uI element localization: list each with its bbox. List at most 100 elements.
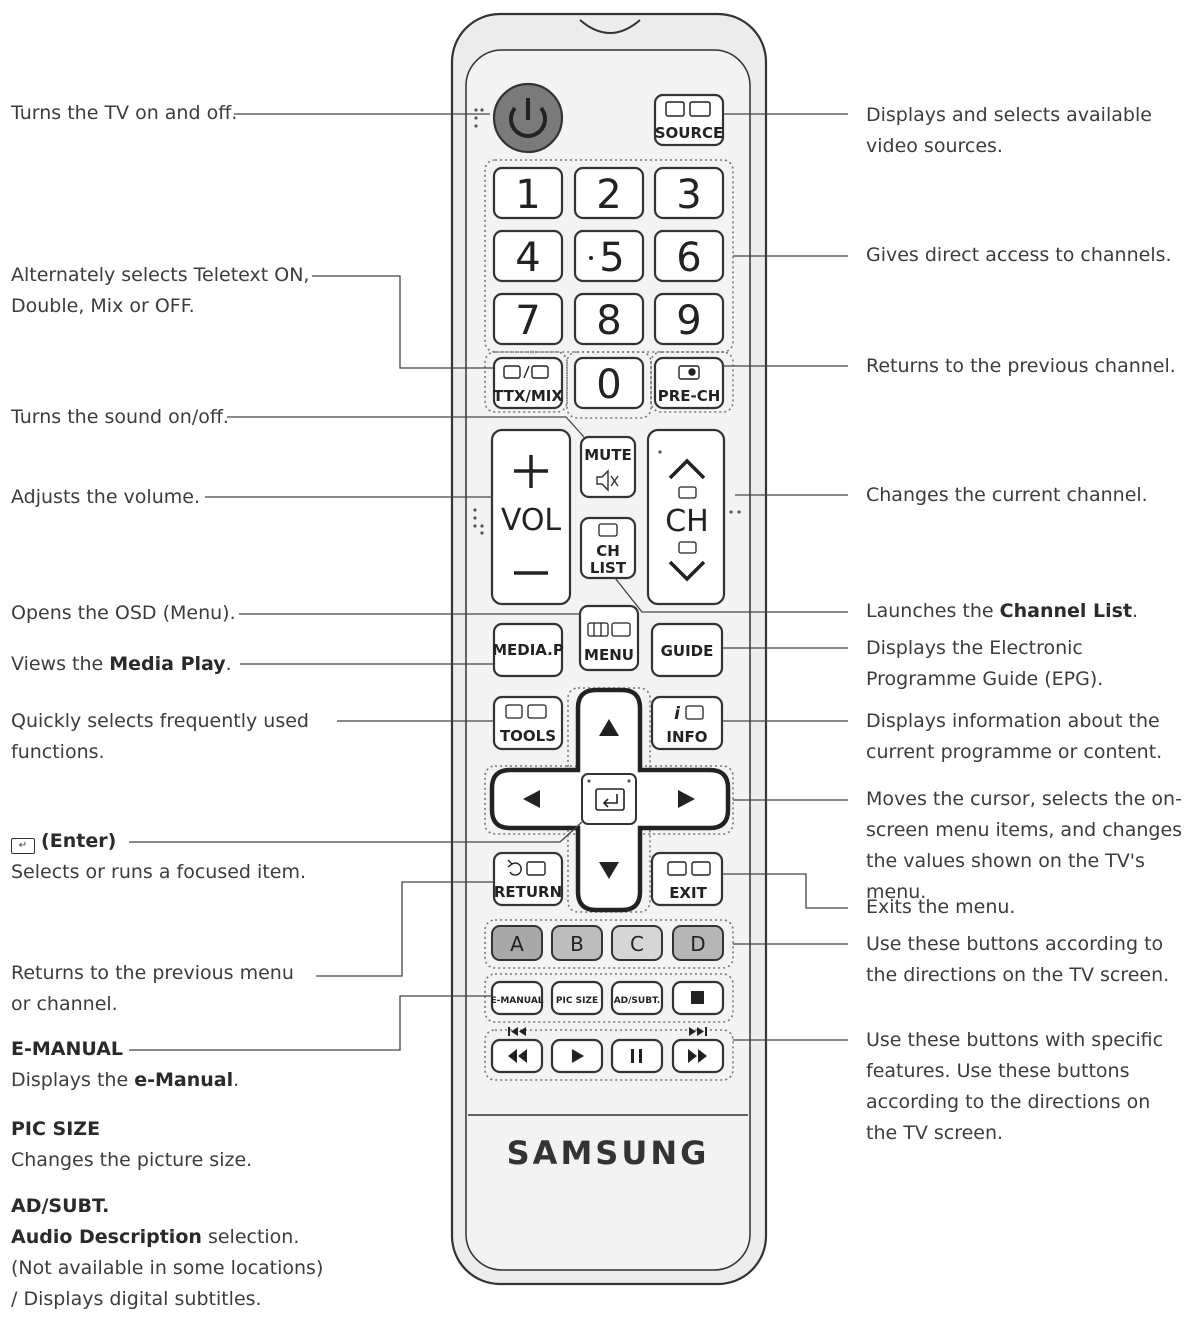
power-description: Turns the TV on and off. xyxy=(11,102,238,124)
digit-9-button[interactable]: 9 xyxy=(653,292,725,346)
down-arrow-icon xyxy=(599,862,619,879)
leader-lines xyxy=(129,113,848,1051)
tools-label: TOOLS xyxy=(500,727,556,745)
left-arrow-icon xyxy=(523,790,540,808)
enter-description: ↵ (Enter) Selects or runs a focused item… xyxy=(11,830,307,883)
fast-forward-icon xyxy=(688,1049,707,1063)
channel-skip-down-icon xyxy=(678,541,697,554)
channel-description: Changes the current channel. xyxy=(866,484,1148,506)
pre-ch-description: Returns to the previous channel. xyxy=(866,355,1176,377)
source-icon xyxy=(665,101,711,117)
mute-button[interactable]: MUTE xyxy=(579,435,637,499)
ch-list-button[interactable]: CH LIST xyxy=(579,516,637,580)
pic-size-button[interactable]: PIC SIZE xyxy=(550,980,604,1016)
play-icon xyxy=(572,1049,584,1063)
digit-4-button[interactable]: 4 xyxy=(492,229,564,283)
enter-button[interactable] xyxy=(581,773,637,825)
digit-5-label: 5 xyxy=(599,235,624,281)
right-arrow-button[interactable] xyxy=(678,790,695,808)
channel-up-icon xyxy=(668,458,706,480)
exit-icon xyxy=(667,861,711,876)
number-pad: 1 2 3 4 5 6 7 8 9 0 xyxy=(492,166,725,410)
pause-icon xyxy=(631,1049,642,1063)
color-button-b[interactable]: B xyxy=(551,925,603,961)
digit-1-button[interactable]: 1 xyxy=(492,166,564,220)
media-play-description: Views the Media Play. xyxy=(11,653,232,675)
pre-ch-button[interactable]: PRE-CH xyxy=(653,356,725,410)
guide-button[interactable]: GUIDE xyxy=(650,622,724,678)
digit-7-button[interactable]: 7 xyxy=(492,292,564,346)
digit-0-button[interactable]: 0 xyxy=(573,356,645,410)
cursor-description: Moves the cursor, selects the on-screen … xyxy=(866,788,1183,903)
digit-8-label: 8 xyxy=(596,298,621,344)
digit-1-label: 1 xyxy=(515,172,540,218)
pic-size-description: PIC SIZE Changes the picture size. xyxy=(11,1118,253,1171)
source-button[interactable]: SOURCE xyxy=(653,93,725,147)
mute-label: MUTE xyxy=(584,446,632,464)
color-button-d[interactable]: D xyxy=(672,925,724,961)
rewind-icon xyxy=(508,1049,527,1063)
menu-button[interactable]: MENU xyxy=(578,604,640,672)
pre-ch-icon xyxy=(678,365,700,380)
tools-button[interactable]: TOOLS xyxy=(492,695,564,751)
digit-7-label: 7 xyxy=(515,298,540,344)
menu-description: Opens the OSD (Menu). xyxy=(11,602,236,624)
volume-description: Adjusts the volume. xyxy=(11,486,200,508)
power-button[interactable] xyxy=(474,82,564,154)
info-button[interactable]: i INFO xyxy=(650,695,724,751)
rewind-button[interactable] xyxy=(490,1027,544,1074)
channel-rocker[interactable]: CH xyxy=(646,428,741,606)
digit-2-label: 2 xyxy=(596,172,621,218)
source-label: SOURCE xyxy=(655,124,724,142)
digit-8-button[interactable]: 8 xyxy=(573,292,645,346)
return-label: RETURN xyxy=(494,883,562,901)
e-manual-button[interactable]: E-MANUAL xyxy=(490,980,544,1016)
digit-3-button[interactable]: 3 xyxy=(653,166,725,220)
channel-label: CH xyxy=(665,504,709,539)
enter-icon xyxy=(595,788,625,811)
ad-subt-button[interactable]: AD/SUBT. xyxy=(610,980,664,1016)
speaker-mute-icon xyxy=(596,469,619,492)
color-button-c[interactable]: C xyxy=(611,925,663,961)
digit-2-button[interactable]: 2 xyxy=(573,166,645,220)
info-description: Displays information about the current p… xyxy=(866,710,1163,763)
return-button[interactable]: RETURN xyxy=(492,851,564,907)
source-description: Displays and selects available video sou… xyxy=(866,104,1152,157)
pause-button[interactable] xyxy=(610,1038,664,1074)
channel-skip-up-icon xyxy=(678,486,697,499)
tools-description: Quickly selects frequently used function… xyxy=(11,710,309,763)
color-button-c-label: C xyxy=(630,932,644,956)
stop-icon xyxy=(691,991,704,1004)
return-icon xyxy=(507,859,546,876)
channel-down-icon xyxy=(668,560,706,582)
up-arrow-icon xyxy=(599,719,619,736)
tactile-dot-icon xyxy=(589,256,593,260)
up-arrow-button[interactable] xyxy=(599,719,619,736)
left-arrow-button[interactable] xyxy=(523,790,540,808)
guide-description: Displays the Electronic Programme Guide … xyxy=(866,637,1104,690)
brand-logo: SAMSUNG xyxy=(507,1134,710,1172)
play-button[interactable] xyxy=(550,1038,604,1074)
color-button-a[interactable]: A xyxy=(491,925,543,961)
info-icon: i xyxy=(674,704,681,724)
teletext-icon xyxy=(503,365,549,379)
volume-rocker[interactable]: VOL xyxy=(473,428,572,606)
ttx-mix-label: TTX/MIX xyxy=(493,387,563,405)
exit-button[interactable]: EXIT xyxy=(650,851,724,907)
exit-label: EXIT xyxy=(669,884,707,902)
ttx-mix-button[interactable]: TTX/MIX xyxy=(492,356,563,410)
digit-6-button[interactable]: 6 xyxy=(653,229,725,283)
stop-button[interactable] xyxy=(671,980,725,1016)
down-arrow-button[interactable] xyxy=(599,862,619,879)
digits-description: Gives direct access to channels. xyxy=(866,244,1172,266)
navigation-pad xyxy=(489,687,731,913)
digit-5-button[interactable]: 5 xyxy=(573,229,645,283)
media-play-button[interactable]: MEDIA.P xyxy=(492,622,564,678)
digit-6-label: 6 xyxy=(676,235,701,281)
digit-4-label: 4 xyxy=(515,235,540,281)
right-arrow-icon xyxy=(678,790,695,808)
color-buttons-description: Use these buttons according to the direc… xyxy=(866,933,1170,986)
fast-forward-button[interactable] xyxy=(671,1027,725,1074)
media-play-label: MEDIA.P xyxy=(492,641,564,659)
power-icon xyxy=(509,106,547,138)
